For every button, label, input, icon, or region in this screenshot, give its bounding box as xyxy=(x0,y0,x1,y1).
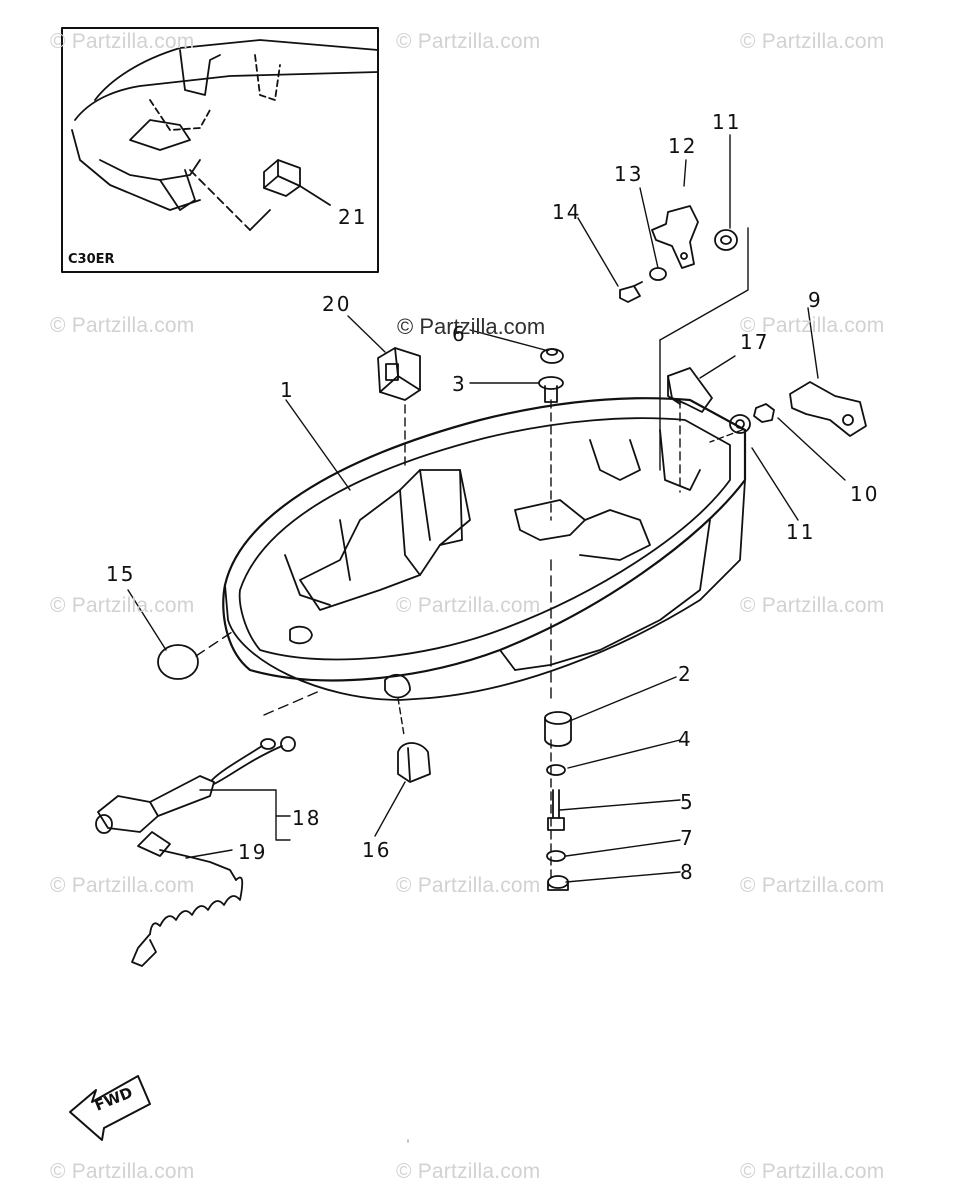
bracket-part-12 xyxy=(651,205,699,269)
callout-11-top: 11 xyxy=(712,110,742,134)
bolt-part-3 xyxy=(538,376,564,403)
nut-part-8 xyxy=(547,875,569,891)
watermark-featured: © Partzilla.com xyxy=(397,314,546,339)
watermark: © Partzilla.com xyxy=(396,30,541,53)
inset-view xyxy=(61,27,379,273)
grommet-part-20 xyxy=(377,347,421,401)
callout-15: 15 xyxy=(106,562,136,586)
callout-19: 19 xyxy=(238,840,268,864)
callout-6: 6 xyxy=(452,322,467,346)
grommet-part-11-top xyxy=(714,229,738,251)
callout-18: 18 xyxy=(292,806,322,830)
watermark: © Partzilla.com xyxy=(740,314,885,337)
watermark: © Partzilla.com xyxy=(396,594,541,617)
callout-17: 17 xyxy=(740,330,770,354)
callout-3: 3 xyxy=(452,372,467,396)
callout-13: 13 xyxy=(614,162,644,186)
callout-4: 4 xyxy=(678,727,693,751)
callout-8: 8 xyxy=(680,860,695,884)
plug-part-15 xyxy=(157,644,199,680)
watermark: © Partzilla.com xyxy=(740,874,885,897)
callout-5: 5 xyxy=(680,790,695,814)
washer-part-4 xyxy=(546,764,566,776)
forward-arrow-icon xyxy=(69,1075,151,1141)
grommet-part-11-side xyxy=(729,414,751,434)
stop-switch-part-18 xyxy=(95,736,296,834)
callout-2: 2 xyxy=(678,662,693,686)
callout-16: 16 xyxy=(362,838,392,862)
mount-part-2 xyxy=(544,711,572,747)
lever-part-17 xyxy=(667,367,713,413)
callout-14: 14 xyxy=(552,200,582,224)
lever-part-9 xyxy=(789,381,867,437)
callout-9: 9 xyxy=(808,288,823,312)
watermark: © Partzilla.com xyxy=(50,1160,195,1183)
grommet-part-16 xyxy=(397,742,431,783)
bolt-part-14 xyxy=(619,281,643,303)
watermark: © Partzilla.com xyxy=(50,30,195,53)
watermark: © Partzilla.com xyxy=(50,314,195,337)
watermark: © Partzilla.com xyxy=(396,1160,541,1183)
inset-model-label: C30ER xyxy=(68,252,115,267)
lanyard-part-19 xyxy=(131,831,244,967)
watermark: © Partzilla.com xyxy=(396,874,541,897)
watermark: © Partzilla.com xyxy=(740,594,885,617)
watermark: © Partzilla.com xyxy=(50,874,195,897)
callout-1: 1 xyxy=(280,378,295,402)
callout-11-side: 11 xyxy=(786,520,816,544)
washer-part-7 xyxy=(546,850,566,862)
watermark: © Partzilla.com xyxy=(740,30,885,53)
nut-part-10 xyxy=(753,403,775,423)
washer-part-13 xyxy=(649,267,667,281)
bottom-cowling xyxy=(222,397,747,701)
nut-part-6 xyxy=(540,348,564,364)
callout-10: 10 xyxy=(850,482,880,506)
callout-20: 20 xyxy=(322,292,352,316)
stud-part-5 xyxy=(547,789,565,831)
leader-lines xyxy=(127,134,846,883)
callout-7: 7 xyxy=(680,826,695,850)
callout-21: 21 xyxy=(338,205,368,229)
watermark: © Partzilla.com xyxy=(740,1160,885,1183)
callout-12: 12 xyxy=(668,134,698,158)
watermark: © Partzilla.com xyxy=(50,594,195,617)
